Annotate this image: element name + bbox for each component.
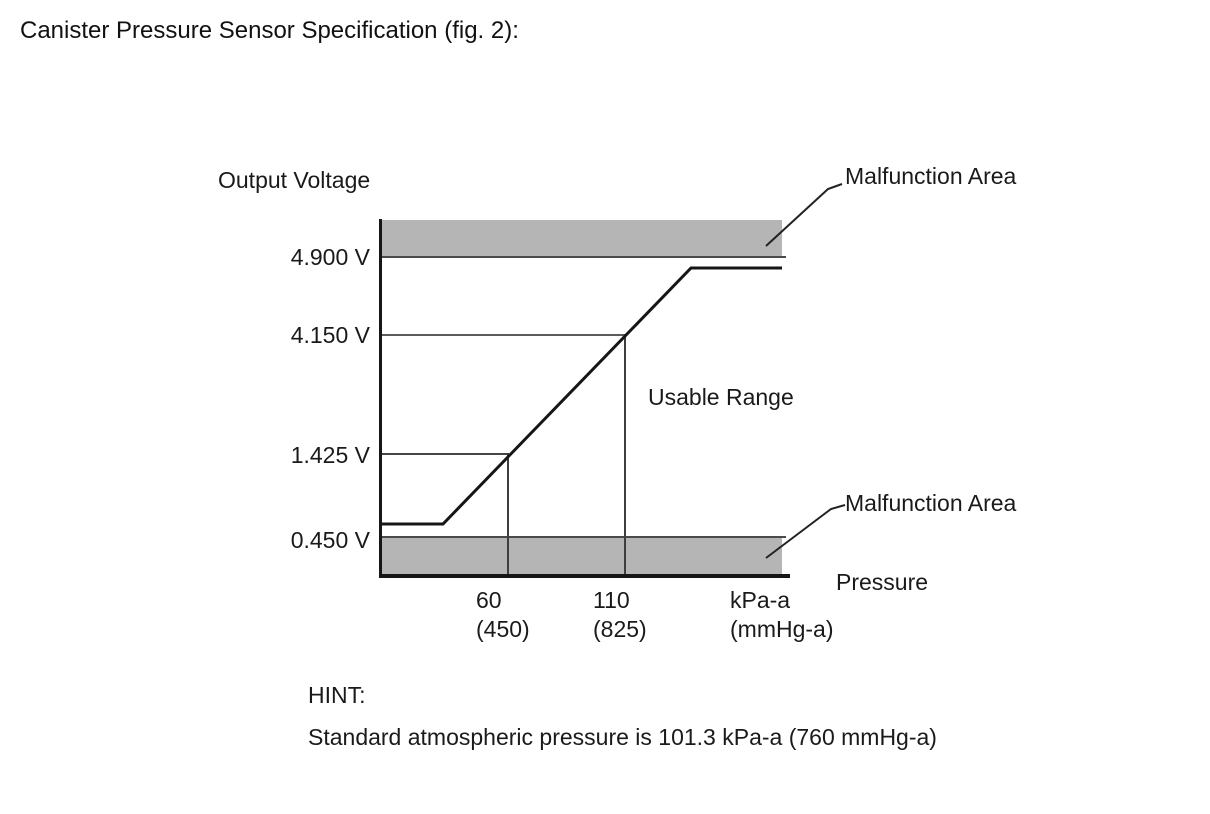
sensor-output-curve — [381, 266, 782, 526]
malfunction-band-bottom — [381, 538, 782, 575]
threshold-line-4900mv — [381, 256, 786, 258]
x-axis-units: kPa-a (mmHg-a) — [730, 586, 834, 644]
x-tick-110kpa: 110 (825) — [593, 586, 647, 644]
annotation-malfunction-area-bottom: Malfunction Area — [845, 490, 1017, 516]
x-axis — [379, 574, 790, 578]
reference-line-1425mv — [381, 453, 509, 455]
y-tick-4900mv: 4.900 V — [290, 244, 370, 270]
x-tick-60kpa: 60 (450) — [476, 586, 530, 644]
annotation-usable-range: Usable Range — [648, 384, 794, 410]
hint-label: HINT: — [308, 682, 366, 708]
x-axis-title: Pressure — [836, 569, 929, 595]
reference-line-60kpa — [507, 453, 509, 576]
y-axis-title: Output Voltage — [218, 167, 371, 193]
reference-line-4150mv — [381, 334, 626, 336]
annotation-malfunction-area-top: Malfunction Area — [845, 163, 1017, 189]
x-tick-60kpa-mmhg: (450) — [476, 616, 530, 642]
threshold-line-0450mv — [381, 536, 786, 538]
leader-line-top-malfunction — [765, 183, 843, 247]
y-axis — [379, 219, 382, 578]
y-tick-1425mv: 1.425 V — [290, 442, 370, 468]
x-tick-110kpa-mmhg: (825) — [593, 616, 647, 642]
figure-title: Canister Pressure Sensor Specification (… — [20, 17, 519, 44]
x-axis-unit-kpa: kPa-a — [730, 587, 791, 613]
x-tick-60kpa-value: 60 — [476, 587, 502, 613]
reference-line-110kpa — [624, 334, 626, 576]
y-tick-0450mv: 0.450 V — [290, 527, 370, 553]
leader-line-bottom-malfunction — [765, 504, 846, 559]
malfunction-band-top — [381, 220, 782, 256]
x-tick-110kpa-value: 110 — [593, 587, 630, 613]
y-tick-4150mv: 4.150 V — [290, 322, 370, 348]
x-axis-unit-mmhg: (mmHg-a) — [730, 616, 834, 642]
hint-text: Standard atmospheric pressure is 101.3 k… — [308, 724, 937, 750]
